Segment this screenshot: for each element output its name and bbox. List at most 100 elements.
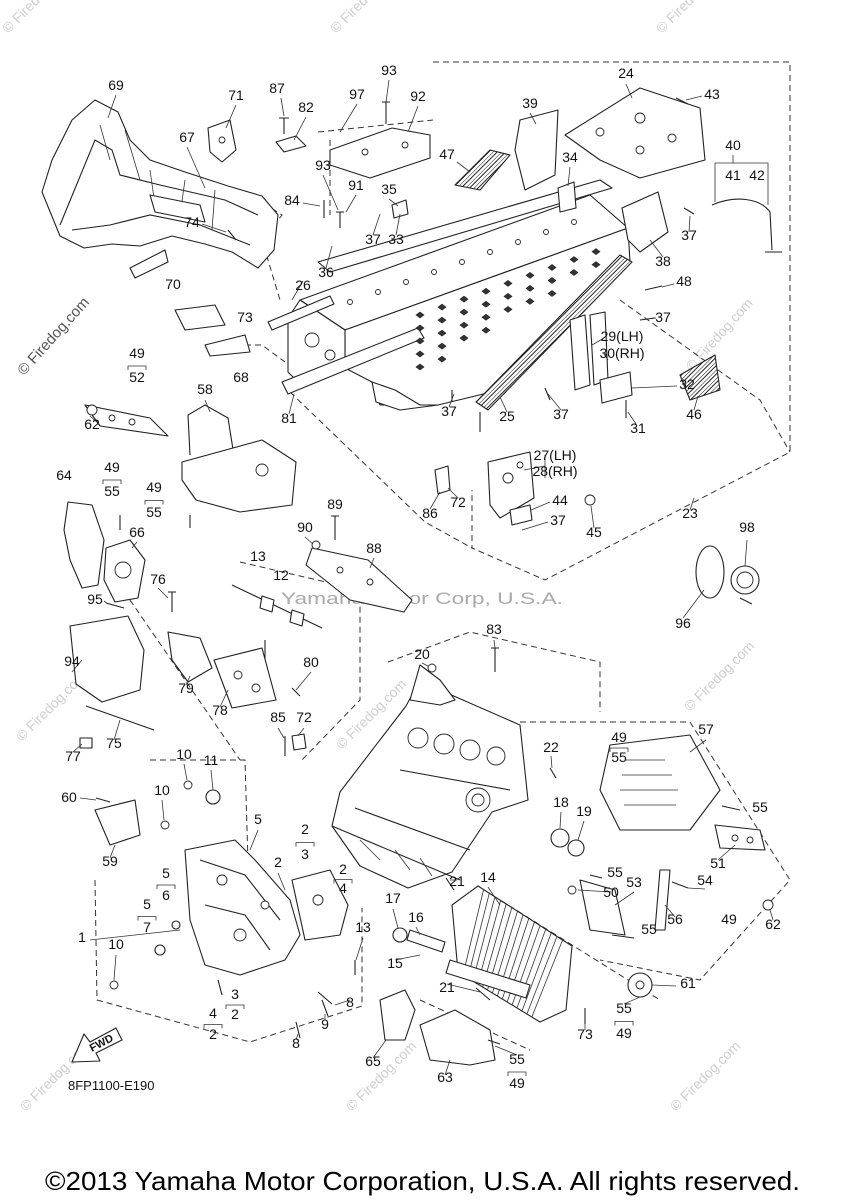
stacked-callout-bottom: 3 [301,846,309,862]
bolt-48 [644,285,663,291]
bushing-5 [171,920,181,930]
leader-line [421,662,429,667]
tunnel-hole [525,272,535,279]
bolt-9 [321,999,329,1017]
leader-line [521,521,549,531]
ring-inner [736,571,754,589]
leader-line [277,727,285,739]
stacked-callout-bracket [295,842,315,847]
leader-line [157,587,169,599]
callout-label: 62 [765,916,781,932]
nut-62 [762,899,774,911]
stacked-callout-bracket [614,1021,634,1026]
callout-label: 60 [61,789,77,805]
nut-20 [427,663,437,673]
hood-frame [41,99,279,279]
tunnel-hole [525,298,535,305]
callout-label: 59 [102,853,118,869]
bolt-93 [382,101,390,124]
callout-label: 83 [486,621,502,637]
clip-86 [434,465,451,495]
tunnel-hole [591,261,601,269]
leader-line [201,223,227,233]
leader-line [131,541,138,549]
callout-label: 41 [725,167,741,183]
stacked-callout-top: 5 [143,896,151,912]
firedog-watermark: © Firedog.com [681,638,757,714]
leader-line [567,166,571,187]
stacked-callout-bracket [137,916,157,921]
cover-94 [69,615,145,703]
stacked-callout-bottom: 55 [104,483,120,499]
deck-hole [347,299,353,305]
leader-line [494,1045,518,1056]
firedog-watermark: © Firedog.com [667,1038,743,1114]
leader-line [447,487,459,499]
leader-line [372,213,381,236]
leader-line [355,937,364,961]
tunnel-hole [481,326,491,334]
firedog-watermark: © Firedog.com [0,0,75,36]
clip-72 [291,733,307,751]
callout-label: 43 [704,86,720,102]
bracket-79 [167,631,213,683]
leader-line [302,202,321,207]
stacked-callout-top: 55 [616,1000,632,1016]
yamaha-watermark: Yamaha Motor Corp, U.S.A. [281,589,563,608]
callout-label: 95 [87,591,103,607]
stacked-callout: 23 [295,821,315,862]
bumper-58 [181,439,297,513]
dashed-outline [433,61,791,581]
leader-line [685,95,703,101]
tunnel-hole [415,363,425,371]
bracket-hole [746,836,754,844]
tunnel-hole [415,311,425,319]
nut-10 [183,780,193,790]
radiator-fin [521,932,552,1012]
deck-hole [487,249,493,255]
callout-label: 56 [667,911,683,927]
callout-label: 46 [686,406,702,422]
shaft-15 [445,959,531,999]
callout-label: 23 [682,505,698,521]
callout-label: 62 [84,416,100,432]
callout-label: 88 [366,540,382,556]
stacked-callout-bottom: 49 [509,1075,525,1091]
stacked-callout-bracket [127,365,147,370]
leader-line [487,886,501,906]
stacked-callout-bottom: 55 [146,504,162,520]
bolt-54 [671,881,689,889]
callout-label: 50 [603,884,619,900]
bolt-95 [105,602,125,609]
callout-label: 81 [281,410,297,426]
dashed-group-outlines [94,61,791,1051]
bumper-hole [255,463,269,477]
stacked-callout-bracket [144,500,164,505]
firedog-watermark: © Firedog.com [327,0,403,36]
leader-line [614,891,635,906]
callout-label: 77 [65,748,81,764]
callout-label: 22 [543,739,559,755]
bracket-59 [94,799,141,846]
radiator-fin [467,893,490,979]
tunnel-hole [525,285,535,292]
callout-label: 31 [630,420,646,436]
tunnel-hole [415,324,425,332]
leader-line [559,811,562,829]
tunnel-hole [459,308,469,316]
stacked-callout-bottom: 2 [209,1026,217,1042]
callout-label: 36 [318,264,334,280]
callout-label: 11 [204,752,219,768]
callout-label: 71 [228,87,244,103]
tunnel-hole [547,290,557,297]
bracket-hole [731,834,739,842]
bracket-hole [114,561,132,579]
leader-line [415,926,421,936]
tunnel-hole [437,316,447,324]
radiator-fin [526,936,558,1015]
callout-label: 10 [176,746,192,762]
callout-label: 13 [250,548,266,564]
leader-line [395,213,401,236]
leader-line [493,639,496,649]
